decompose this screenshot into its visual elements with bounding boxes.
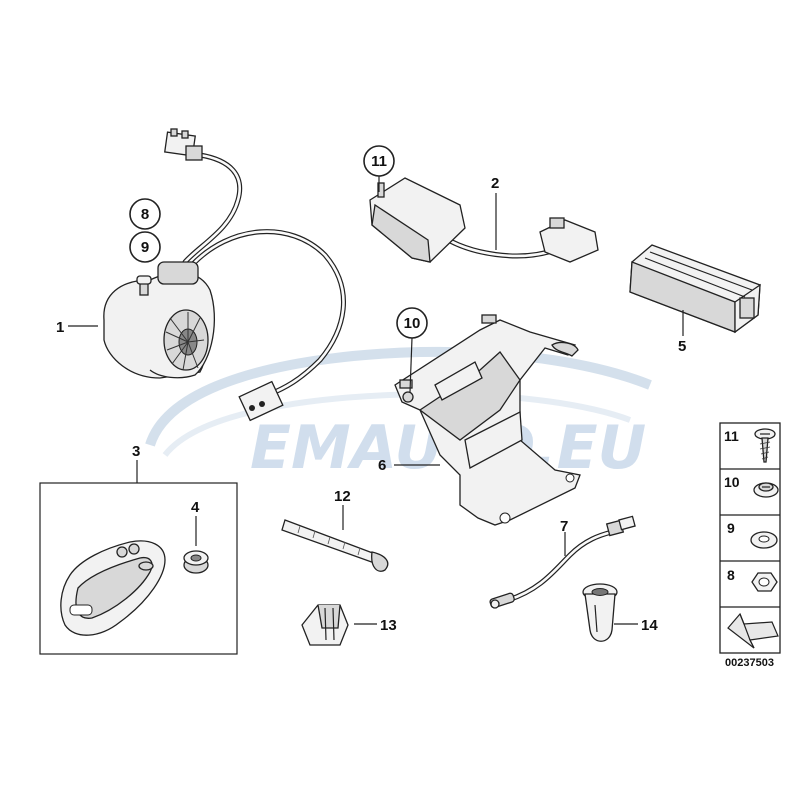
- callout-7: 7: [560, 518, 568, 535]
- part-5-module[interactable]: [629, 244, 761, 334]
- part-6-bracket[interactable]: [394, 314, 581, 526]
- callout-8: 8: [141, 206, 149, 223]
- part-2-control-module[interactable]: [369, 177, 599, 263]
- callout-5: 5: [678, 338, 686, 355]
- callout-10-circle: [396, 307, 428, 339]
- callout-3: 3: [132, 443, 140, 460]
- screw-icon: [754, 428, 776, 463]
- legend-panel: 11 10 9 8 002: [719, 422, 781, 669]
- callout-14: 14: [641, 617, 658, 634]
- washer-icon: [750, 531, 778, 549]
- callout-2: 2: [491, 175, 499, 192]
- callout-11: 11: [371, 153, 387, 170]
- callout-9: 9: [141, 239, 149, 256]
- diagram-code: 00237503: [725, 657, 774, 669]
- leader-lines: [68, 176, 684, 625]
- watermark: EMAUTO.EU: [145, 346, 652, 483]
- callout-12: 12: [334, 488, 351, 505]
- part-13-clip[interactable]: [301, 604, 349, 646]
- callout-11-circle: [363, 145, 395, 177]
- part-3-remote-key[interactable]: [60, 540, 166, 636]
- callout-1: 1: [56, 319, 64, 336]
- callouts: 1 2 3 4 5 6 7 12 13 14 8 9 11 10: [56, 145, 686, 634]
- legend-number-10: 10: [724, 474, 740, 490]
- hex-nut-icon: [751, 572, 778, 592]
- part-12-cable-tie[interactable]: [281, 519, 389, 572]
- part-3-frame: [39, 482, 238, 655]
- callout-4: 4: [191, 499, 200, 516]
- part-14-bushing[interactable]: [582, 583, 618, 642]
- washer-screw-icon: [753, 482, 779, 498]
- part-7-sensor[interactable]: [489, 515, 636, 609]
- callout-8-circle: [129, 198, 161, 230]
- callout-9-circle: [129, 231, 161, 263]
- legend-number-11: 11: [724, 428, 739, 444]
- part-4-grommet[interactable]: [183, 550, 209, 574]
- legend-number-8: 8: [727, 567, 735, 583]
- callout-6: 6: [378, 457, 386, 474]
- callout-13: 13: [380, 617, 397, 634]
- legend-number-9: 9: [727, 520, 735, 536]
- part-1-siren[interactable]: [103, 128, 346, 422]
- direction-arrow-icon: [727, 612, 779, 649]
- callout-10: 10: [404, 315, 421, 332]
